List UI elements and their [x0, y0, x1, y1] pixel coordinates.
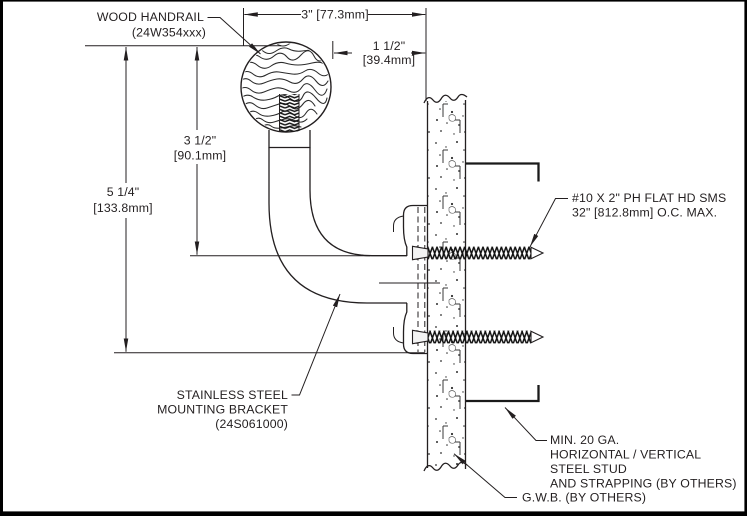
screw-lower	[411, 329, 545, 345]
border-left	[0, 0, 3, 516]
label-stud-line2: HORIZONTAL / VERTICAL	[550, 448, 701, 462]
grain-line	[264, 43, 302, 47]
border-bottom	[0, 511, 747, 516]
border-right	[744, 0, 747, 516]
screw-threads	[428, 330, 531, 344]
label-wood-handrail-line2: (24W354xxx)	[132, 26, 206, 40]
leader-bracket	[291, 293, 341, 396]
dimension-width: 3" [77.3mm]	[244, 8, 426, 22]
grain-line	[245, 50, 328, 62]
leader-stud	[504, 407, 547, 441]
mounting-bracket	[268, 130, 428, 355]
border-top	[0, 0, 747, 2]
grain-line	[242, 83, 328, 96]
bracket-ferrule	[268, 130, 311, 149]
bracket-wall-plate-bottom-flange	[402, 303, 428, 355]
screw-head	[411, 245, 429, 261]
leader-lines	[207, 17, 568, 498]
label-bracket-line1: STAINLESS STEEL	[177, 388, 288, 402]
dim-upper-text-2: [90.1mm]	[174, 149, 226, 163]
dim-projection-text-1: 1 1/2"	[373, 39, 406, 53]
leader-fastener	[529, 198, 568, 248]
label-fastener-line2: 32" [812.8mm] O.C. MAX.	[572, 206, 717, 220]
wood-handrail-section	[240, 41, 332, 133]
label-stud-line4: AND STRAPPING (BY OTHERS)	[550, 477, 737, 491]
bracket-arm-inner-edge	[309, 147, 407, 257]
wall-break-line-top	[423, 93, 468, 104]
grain-line	[242, 68, 330, 78]
label-gwb: G.W.B. (BY OTHERS)	[522, 491, 646, 505]
dimension-upper-height: 3 1/2" [90.1mm]	[174, 47, 226, 255]
grain-line	[242, 61, 325, 69]
dim-upper-text-1: 3 1/2"	[184, 134, 217, 148]
label-bracket-line3: (24S061000)	[215, 417, 288, 431]
stud-threads	[279, 94, 299, 132]
dim-total-text-2: [133.8mm]	[93, 201, 152, 215]
screw-head	[411, 329, 429, 345]
dim-total-text-1: 5 1/4"	[107, 185, 140, 199]
label-bracket-line2: MOUNTING BRACKET	[157, 403, 288, 417]
threaded-stud	[279, 94, 300, 132]
annotations: WOOD HANDRAIL (24W354xxx) #10 X 2" PH FL…	[97, 10, 737, 505]
label-fastener-line1: #10 X 2" PH FLAT HD SMS	[572, 191, 726, 205]
dimension-total-height: 5 1/4" [133.8mm]	[93, 47, 153, 352]
gwb-texture	[427, 101, 466, 468]
label-stud-line3: STEEL STUD	[550, 462, 627, 476]
stud-outline	[279, 94, 300, 131]
reference-lines	[85, 8, 440, 354]
grain-line	[242, 75, 329, 87]
gwb-wall	[423, 93, 468, 472]
bracket-arm-outer-edge	[268, 147, 407, 304]
leader-wood-handrail	[207, 17, 261, 55]
flange-lip-bottom	[393, 327, 404, 344]
steel-strapping	[466, 162, 540, 403]
screw-upper	[411, 245, 545, 261]
dim-projection-text-2: [39.4mm]	[363, 53, 415, 67]
bracket-wall-plate-top-flange	[402, 204, 428, 256]
label-stud-line1: MIN. 20 GA.	[550, 433, 619, 447]
strapping-bottom	[466, 385, 540, 403]
label-wood-handrail-line1: WOOD HANDRAIL	[97, 10, 204, 24]
screw-point	[530, 246, 545, 260]
flange-lip-top	[393, 215, 404, 232]
screw-threads	[428, 246, 531, 260]
dimension-projection: 1 1/2" [39.4mm]	[334, 39, 426, 67]
screw-point	[530, 330, 545, 344]
leader-gwb	[453, 453, 517, 498]
dim-width-text: 3" [77.3mm]	[301, 8, 369, 22]
strapping-top	[466, 162, 540, 182]
